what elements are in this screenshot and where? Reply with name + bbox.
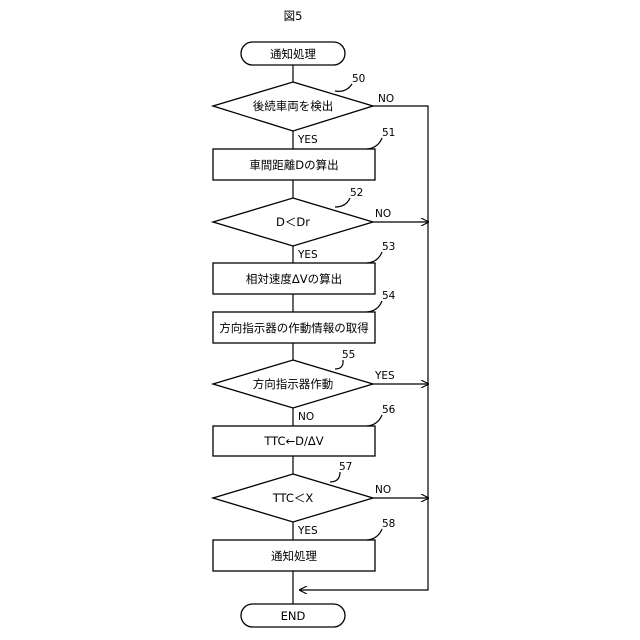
- end-label: END: [281, 609, 306, 623]
- decision-52-no: NO: [375, 208, 391, 220]
- process-53-label: 相対速度ΔVの算出: [246, 272, 342, 286]
- decision-52-yes: YES: [297, 249, 318, 261]
- ref-52-leader: [335, 198, 350, 207]
- ref-57: 57: [339, 461, 352, 473]
- figure-title: 図5: [284, 9, 303, 23]
- ref-56-leader: [367, 415, 382, 426]
- start-label: 通知処理: [270, 47, 316, 61]
- ref-53-leader: [367, 252, 382, 263]
- decision-57-label: TTC＜X: [272, 491, 314, 505]
- process-54-label: 方向指示器の作動情報の取得: [219, 321, 369, 335]
- ref-55: 55: [342, 349, 355, 361]
- ref-58-leader: [367, 529, 382, 540]
- process-56-label: TTC←D/ΔV: [263, 434, 323, 448]
- ref-58: 58: [382, 518, 395, 530]
- ref-52: 52: [350, 187, 363, 199]
- ref-55-leader: [335, 360, 343, 369]
- decision-50-no: NO: [378, 93, 394, 105]
- process-51-label: 車間距離Dの算出: [249, 158, 338, 172]
- process-58-label: 通知処理: [271, 549, 317, 563]
- ref-50: 50: [352, 73, 365, 85]
- decision-50-yes: YES: [297, 134, 318, 146]
- ref-53: 53: [382, 241, 395, 253]
- decision-57-yes: YES: [297, 525, 318, 537]
- ref-57-leader: [330, 472, 340, 482]
- ref-54: 54: [382, 290, 396, 302]
- decision-52-label: D＜Dr: [276, 215, 310, 229]
- decision-50-label: 後続車両を検出: [253, 99, 334, 113]
- ref-50-leader: [335, 84, 352, 91]
- ref-51: 51: [382, 127, 395, 139]
- decision-55-label: 方向指示器作動: [253, 377, 334, 391]
- ref-51-leader: [367, 138, 382, 149]
- decision-55-yes: YES: [374, 370, 395, 382]
- ref-56: 56: [382, 404, 396, 416]
- decision-57-no: NO: [375, 484, 391, 496]
- decision-55-no: NO: [298, 411, 314, 423]
- ref-54-leader: [367, 301, 382, 312]
